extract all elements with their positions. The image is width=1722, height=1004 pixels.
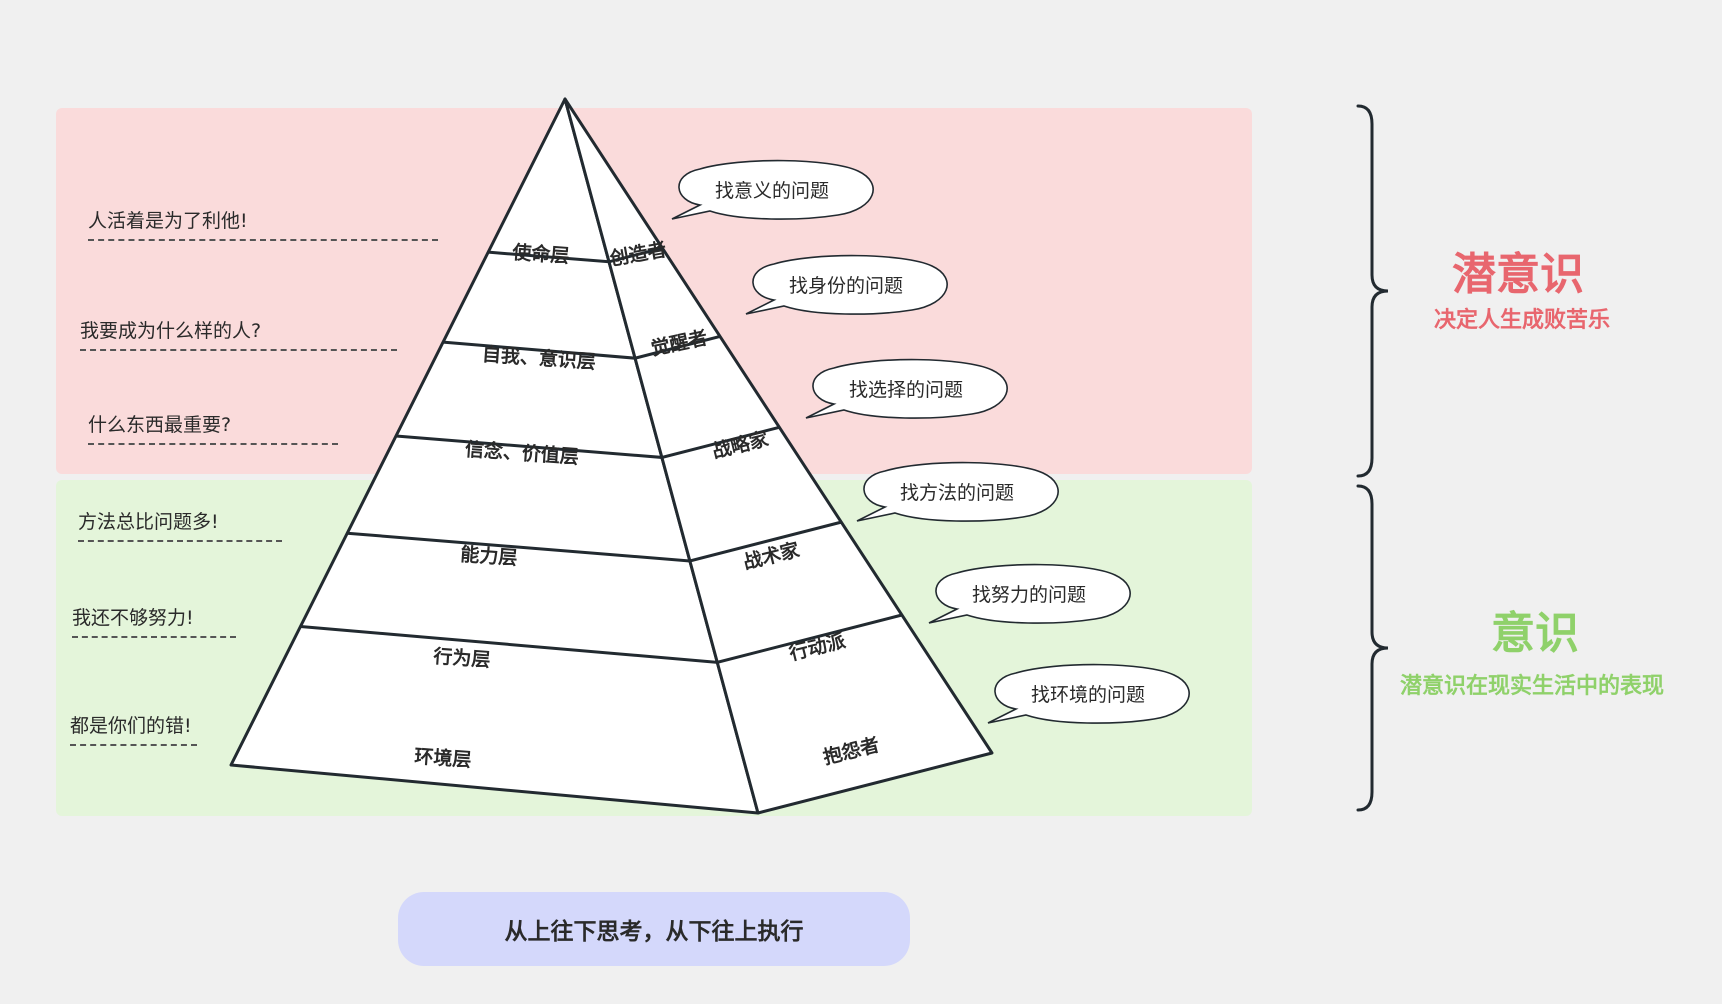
speech-bubble-meaning: 找意义的问题: [670, 159, 874, 220]
speech-bubble-text: 找方法的问题: [899, 481, 1014, 504]
speech-bubble-shape: [745, 254, 948, 315]
speech-bubble-environment: 找环境的问题: [986, 663, 1190, 724]
question-effort: 我还不够努力!: [72, 603, 236, 638]
pyramid-layer-divider: [442, 334, 721, 360]
speech-bubble-shape: [805, 358, 1008, 419]
speech-bubble-method: 找方法的问题: [855, 461, 1059, 522]
subconscious-title: 潜意识: [1452, 249, 1584, 300]
question-importance: 什么东西最重要?: [88, 410, 338, 445]
layer-label-mission: 使命层: [511, 241, 571, 268]
speech-bubble-shape: [856, 461, 1059, 522]
speech-bubble-identity: 找身份的问题: [744, 254, 948, 315]
braces: [1356, 104, 1389, 812]
pyramid: [229, 97, 994, 815]
speech-bubble-text: 找身份的问题: [788, 274, 903, 297]
subconscious-brace: [1356, 104, 1389, 478]
conscious-brace: [1356, 484, 1389, 812]
conscious-title: 意识: [1491, 608, 1579, 659]
speech-bubble-shape: [987, 663, 1190, 724]
conscious-subtitle: 潜意识在现实生活中的表现: [1399, 674, 1665, 699]
speech-bubble-effort: 找努力的问题: [927, 563, 1131, 624]
speech-bubble-shape: [671, 159, 874, 220]
pyramid-layer-divider: [300, 613, 903, 664]
layer-label-ability: 能力层: [459, 543, 519, 570]
subconscious-subtitle: 决定人生成败苦乐: [1433, 308, 1611, 333]
question-purpose: 人活着是为了利他!: [88, 206, 438, 241]
speech-bubble-shape: [928, 563, 1131, 624]
speech-bubble-text: 找意义的问题: [714, 179, 829, 202]
question-identity: 我要成为什么样的人?: [80, 316, 397, 351]
pyramid-layer-divider: [488, 246, 663, 264]
footer-pill: 从上往下思考，从下往上执行: [398, 892, 910, 966]
question-blame: 都是你们的错!: [70, 711, 197, 746]
pyramid-layer-divider: [395, 425, 780, 459]
layer-label-behavior: 行为层: [432, 645, 492, 672]
speech-bubble-text: 找努力的问题: [971, 583, 1086, 606]
pyramid-layer-divider: [347, 520, 842, 563]
speech-bubble-text: 找环境的问题: [1030, 683, 1145, 706]
speech-bubble-text: 找选择的问题: [848, 378, 963, 401]
question-method: 方法总比问题多!: [78, 507, 282, 542]
speech-bubble-choice: 找选择的问题: [804, 358, 1008, 419]
footer-text: 从上往下思考，从下往上执行: [504, 919, 804, 945]
layer-label-environment: 环境层: [413, 745, 473, 772]
